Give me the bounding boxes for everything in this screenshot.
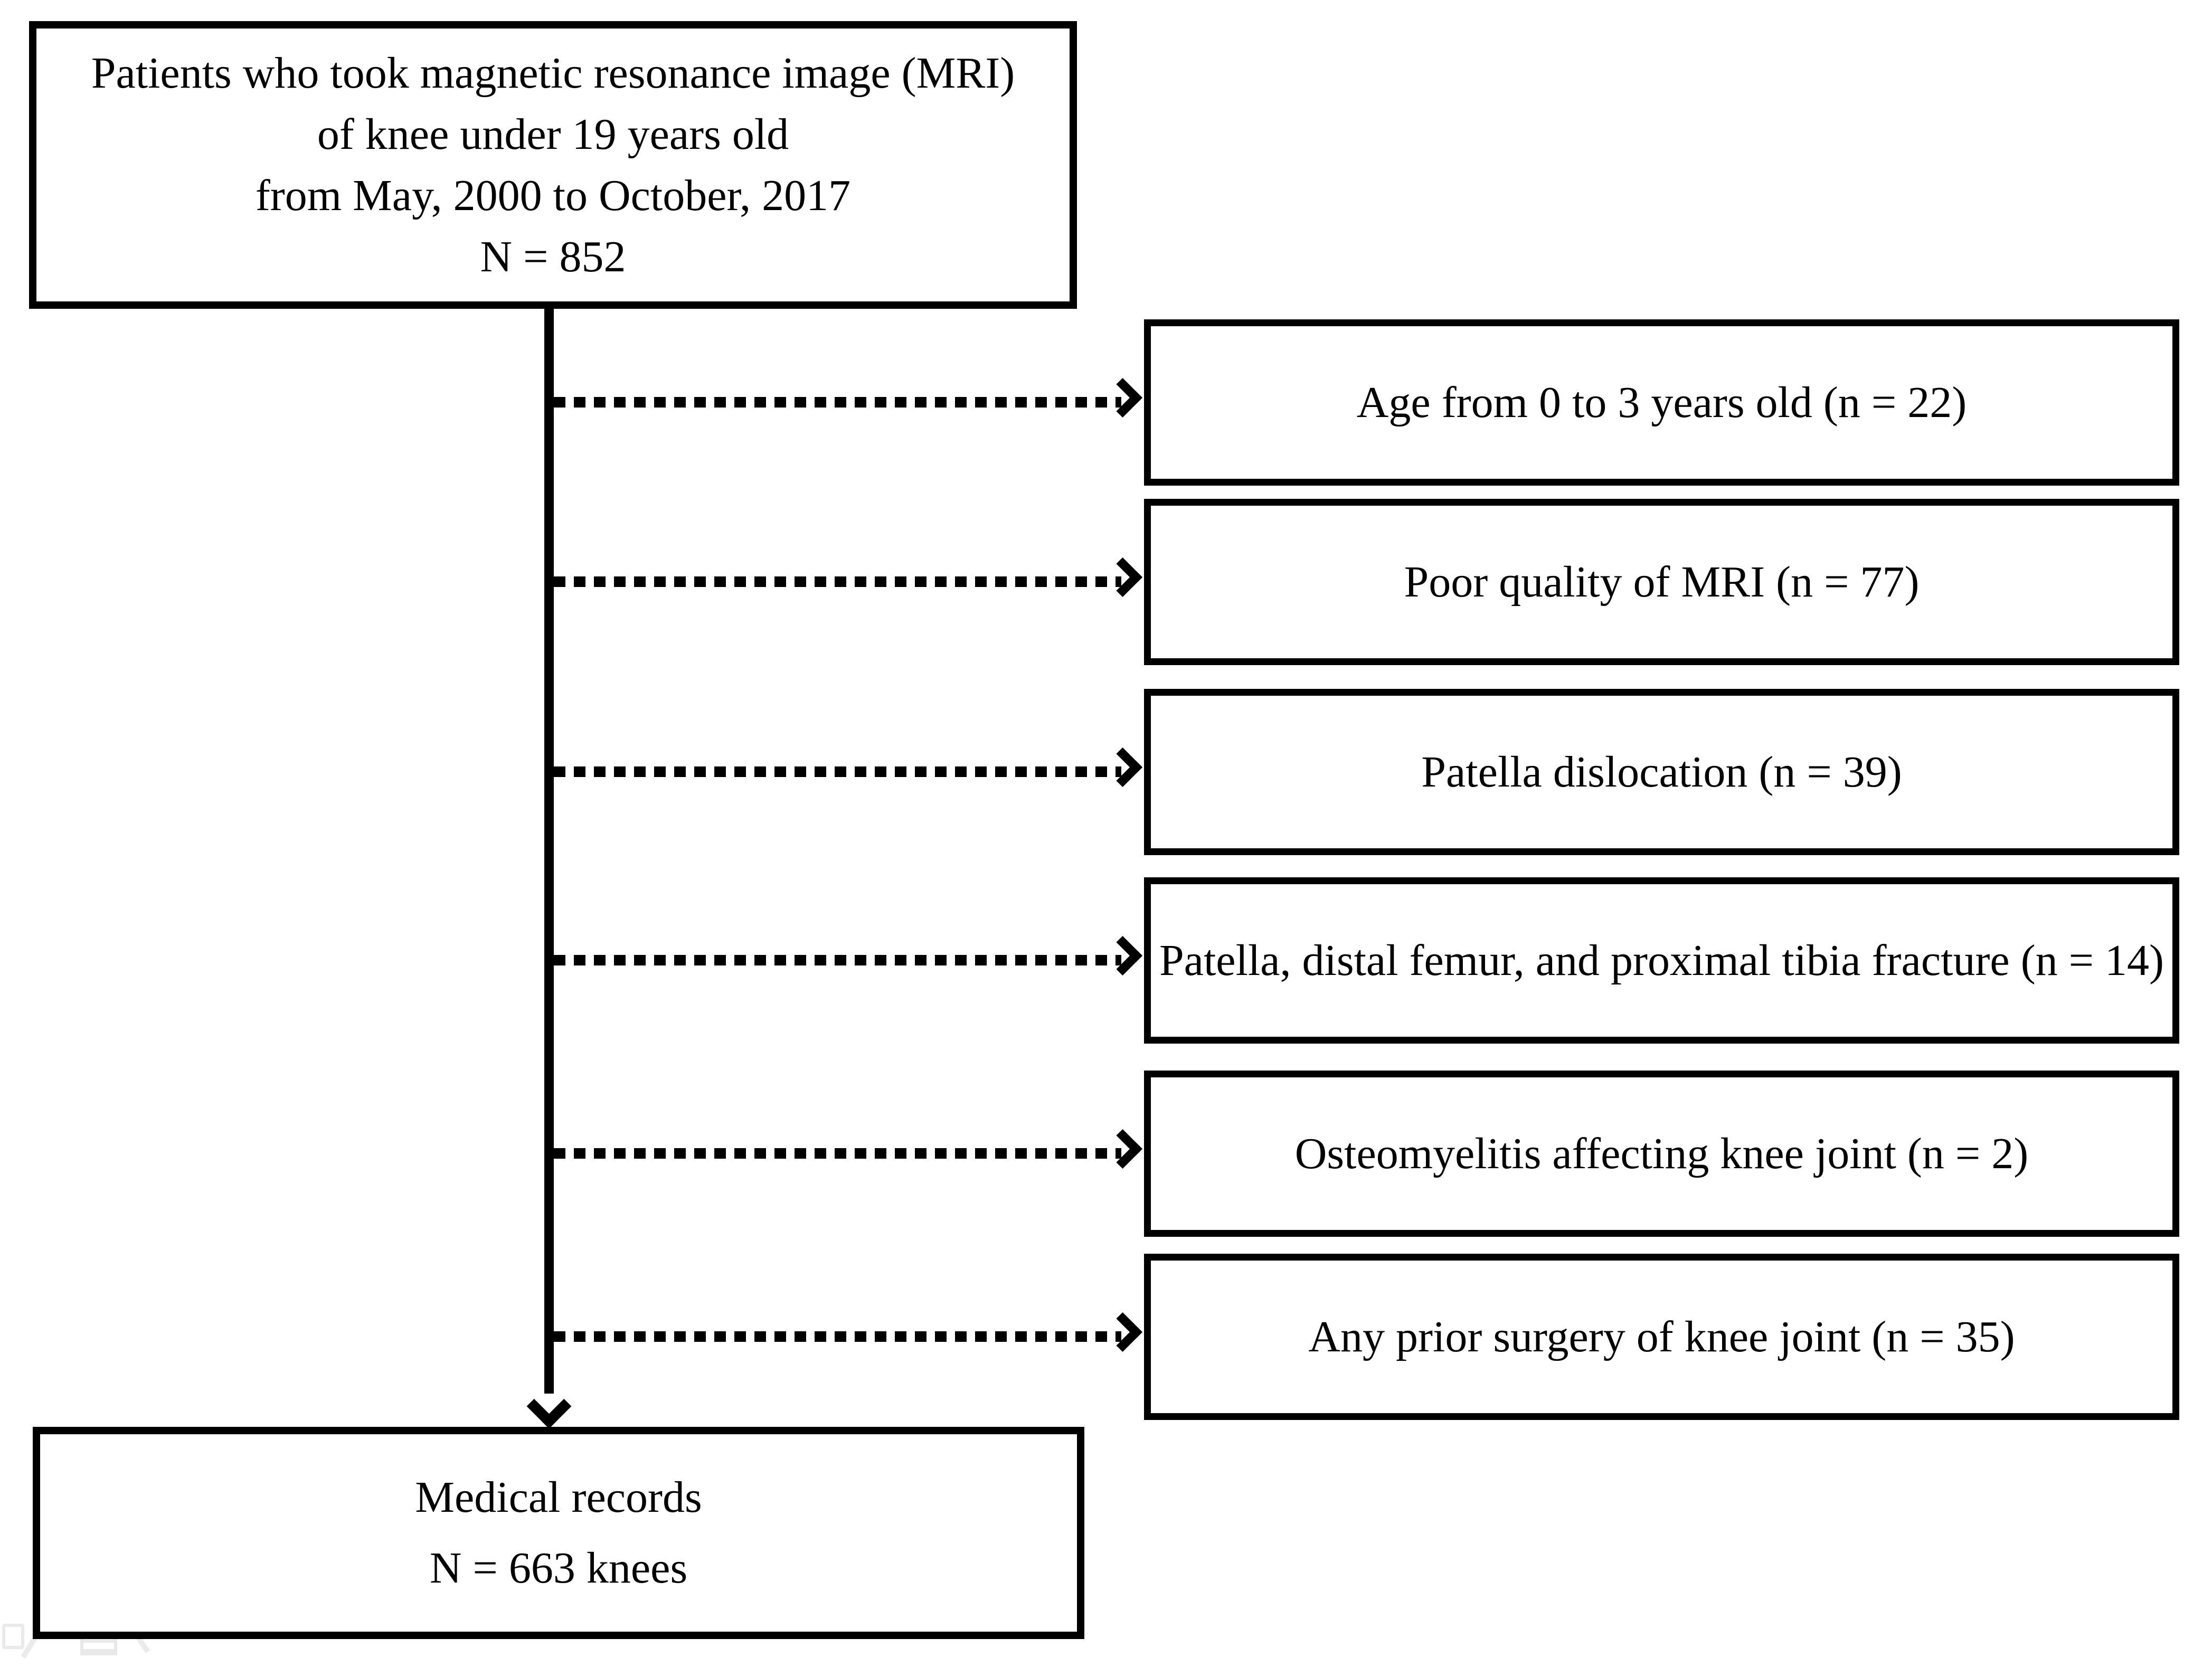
flow-line-vertical xyxy=(544,305,554,1394)
exclusion-box-osteomyelitis: Osteomyelitis affecting knee joint (n = … xyxy=(1144,1071,2179,1237)
exclusion-box-prior-surgery: Any prior surgery of knee joint (n = 35) xyxy=(1144,1254,2179,1420)
dotted-arrow xyxy=(554,1331,1121,1342)
right-arrowhead-icon xyxy=(1103,747,1142,787)
exclusion-label: Patella, distal femur, and proximal tibi… xyxy=(1159,935,2164,985)
exclusion-label: Poor quality of MRI (n = 77) xyxy=(1404,557,1920,607)
source-box-line: of knee under 19 years old xyxy=(317,109,789,159)
exclusion-box-patella-dislocation: Patella dislocation (n = 39) xyxy=(1144,689,2179,855)
exclusion-box-age-0-3: Age from 0 to 3 years old (n = 22) xyxy=(1144,319,2179,486)
right-arrowhead-icon xyxy=(1103,1312,1142,1352)
exclusion-label: Patella dislocation (n = 39) xyxy=(1421,747,1902,797)
exclusion-label: Osteomyelitis affecting knee joint (n = … xyxy=(1294,1129,2029,1178)
dotted-arrow xyxy=(554,955,1121,965)
right-arrowhead-icon xyxy=(1103,378,1142,418)
dotted-arrow xyxy=(554,1148,1121,1159)
result-box-line: N = 663 knees xyxy=(429,1544,688,1593)
exclusion-box-fracture: Patella, distal femur, and proximal tibi… xyxy=(1144,877,2179,1044)
right-arrowhead-icon xyxy=(1103,936,1142,976)
exclusion-box-poor-mri-quality: Poor quality of MRI (n = 77) xyxy=(1144,499,2179,665)
exclusion-label: Any prior surgery of knee joint (n = 35) xyxy=(1308,1312,2015,1361)
down-arrowhead-icon xyxy=(526,1384,572,1429)
source-population-box: Patients who took magnetic resonance ima… xyxy=(29,21,1077,309)
result-records-box: Medical records N = 663 knees xyxy=(33,1427,1084,1639)
right-arrowhead-icon xyxy=(1103,557,1142,597)
source-box-line: Patients who took magnetic resonance ima… xyxy=(91,48,1015,98)
dotted-arrow xyxy=(554,766,1121,777)
source-box-line: from May, 2000 to October, 2017 xyxy=(255,171,851,220)
dotted-arrow xyxy=(554,397,1121,408)
source-box-line: N = 852 xyxy=(480,232,626,281)
right-arrowhead-icon xyxy=(1103,1129,1142,1169)
result-box-line: Medical records xyxy=(415,1473,702,1522)
dotted-arrow xyxy=(554,576,1121,587)
scanner-artifact xyxy=(2,1624,24,1649)
exclusion-label: Age from 0 to 3 years old (n = 22) xyxy=(1356,377,1967,427)
